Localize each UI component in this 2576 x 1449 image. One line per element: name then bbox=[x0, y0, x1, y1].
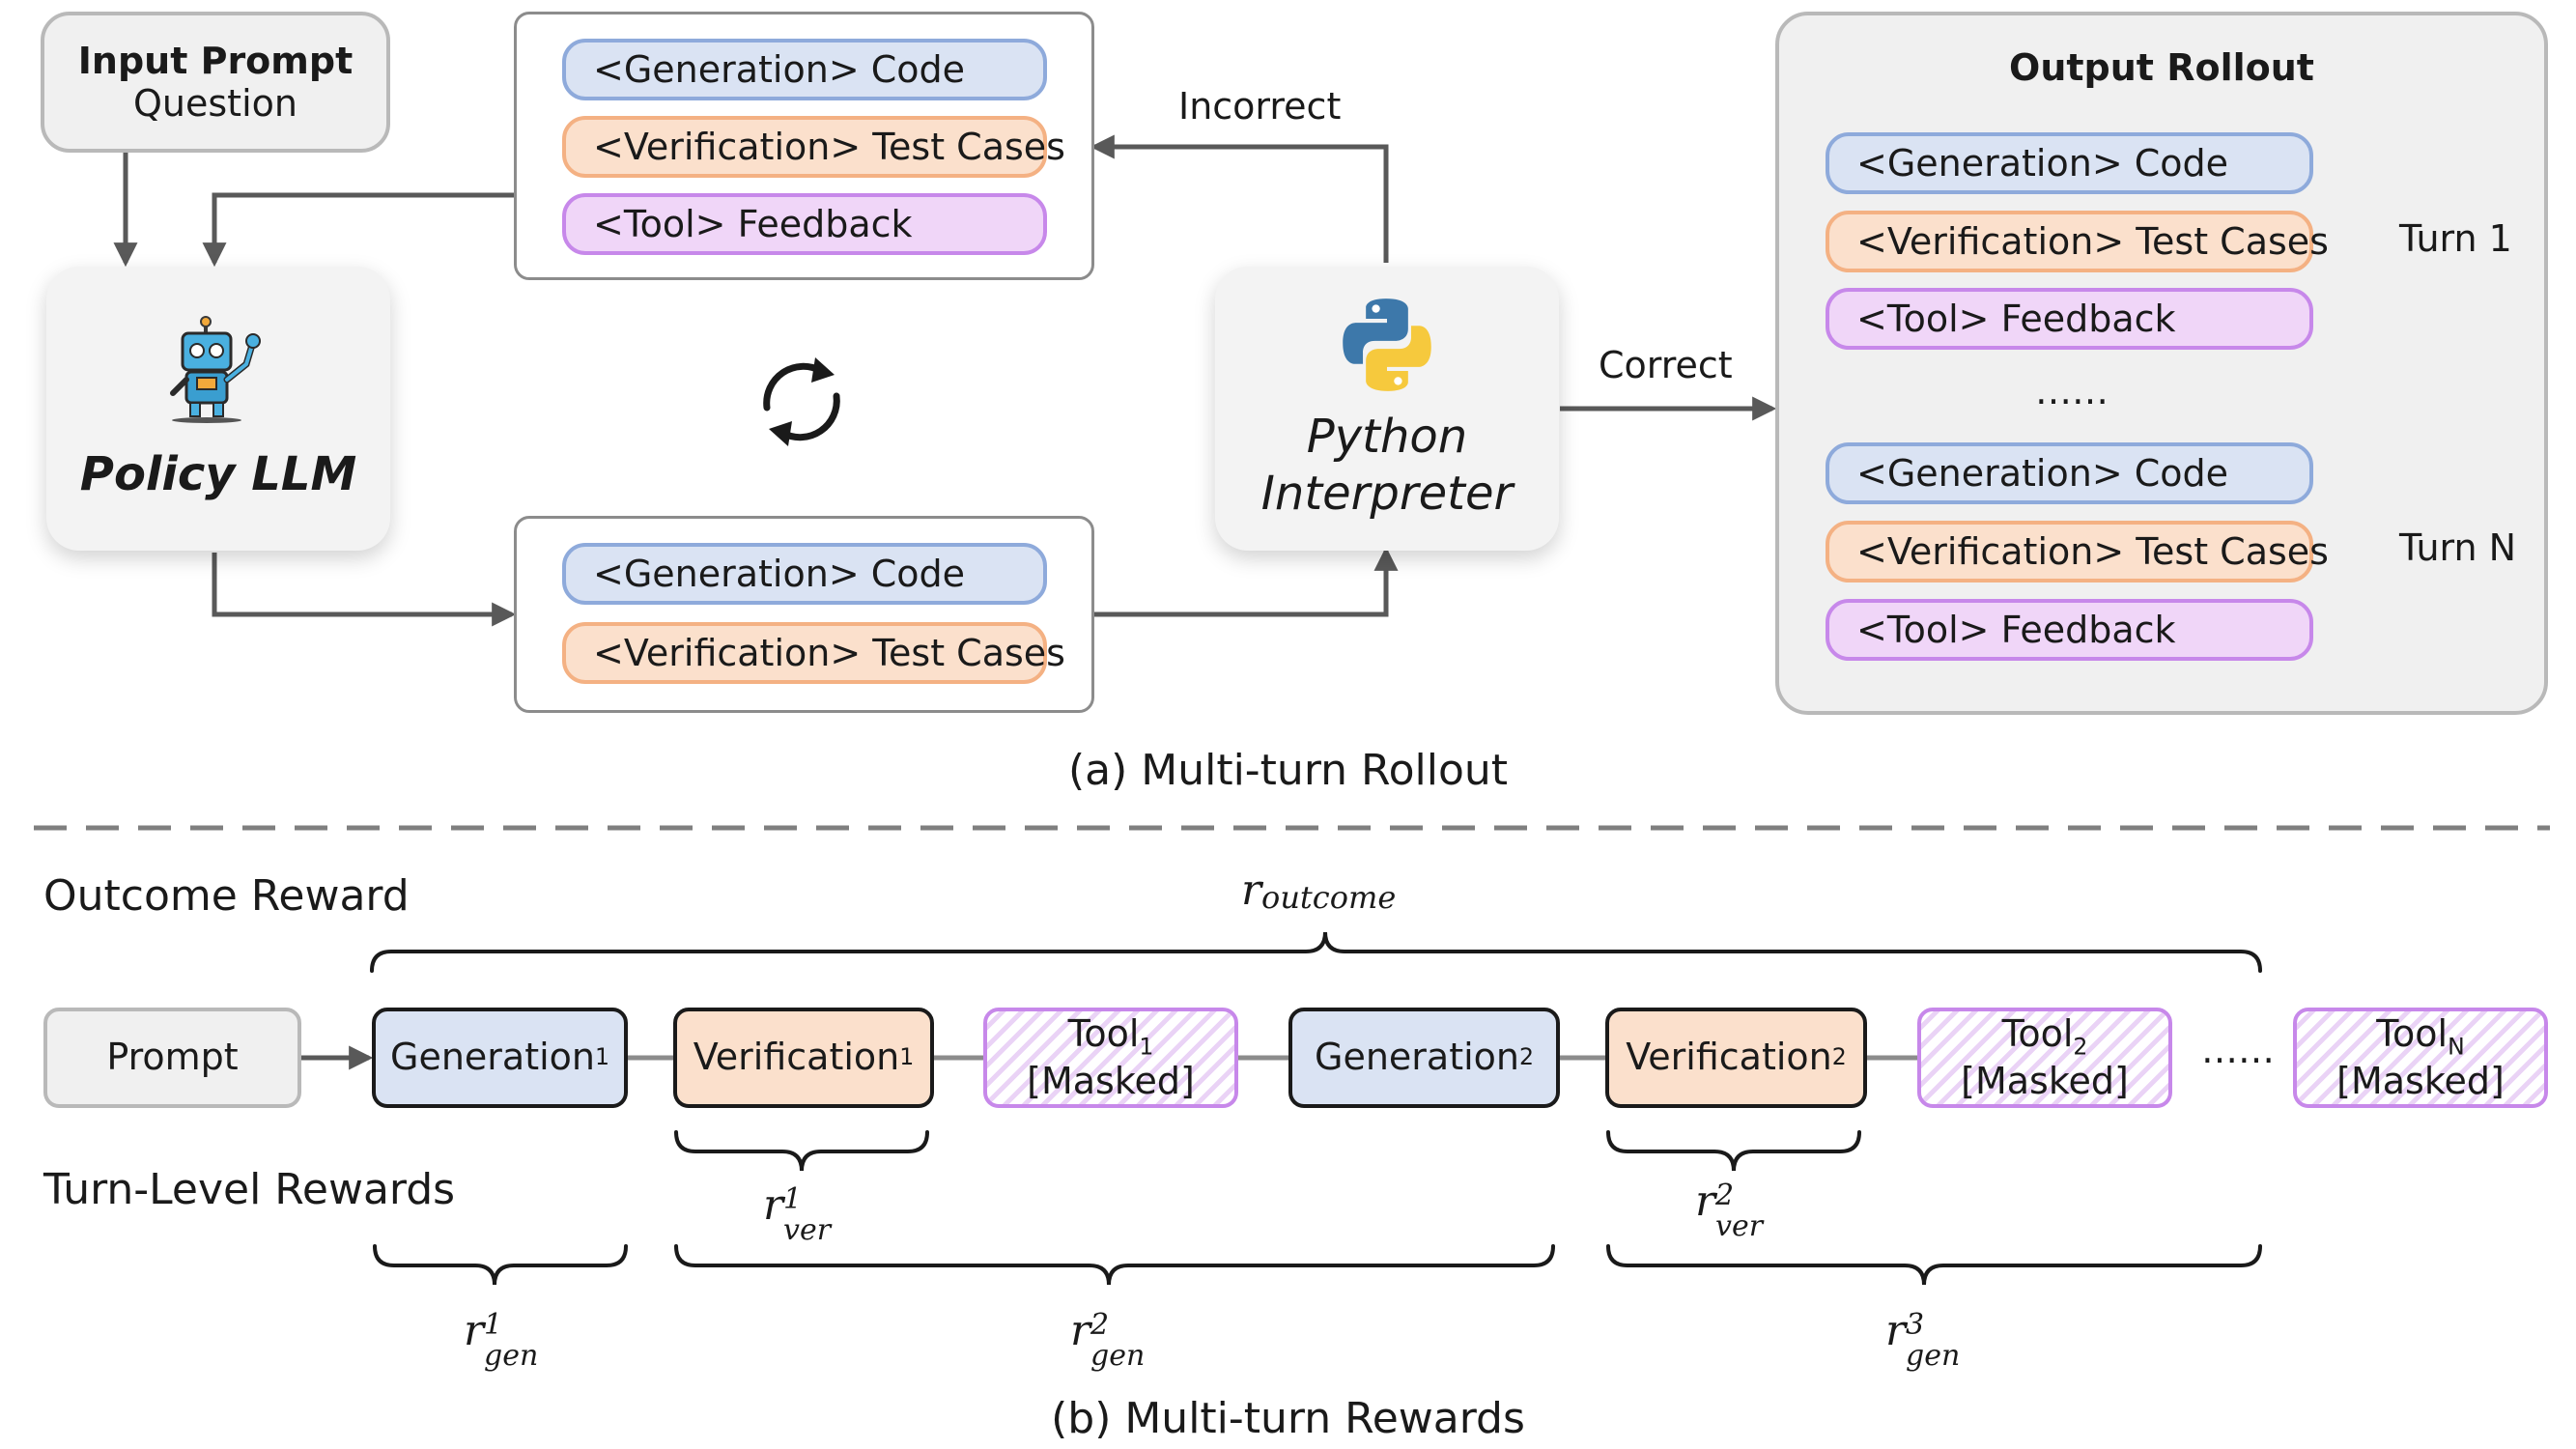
chain-tool-n-masked: ToolN [Masked] bbox=[2293, 1008, 2548, 1108]
policy-llm-label: Policy LLM bbox=[79, 447, 357, 501]
panel-verification-pill: <Verification> Test Cases bbox=[562, 116, 1065, 178]
chain-ellipsis: …… bbox=[2201, 1029, 2275, 1071]
turn-n-label: Turn N bbox=[2399, 526, 2517, 569]
turnN-tool-pill: <Tool> Feedback bbox=[1826, 599, 2313, 661]
arrow-policy-to-bottom-panel bbox=[212, 553, 517, 627]
python-label: Python bbox=[1306, 410, 1468, 465]
caption-a: (a) Multi-turn Rollout bbox=[1067, 745, 1509, 795]
turnN-verification-pill: <Verification> Test Cases bbox=[1826, 521, 2329, 582]
bottom-verification-pill: <Verification> Test Cases bbox=[562, 622, 1065, 684]
chain-tool-1-masked: Tool1 [Masked] bbox=[983, 1008, 1238, 1108]
arrow-feedback-to-policy bbox=[202, 192, 514, 268]
correct-label: Correct bbox=[1599, 344, 1733, 386]
turn1-generation-pill: <Generation> Code bbox=[1826, 132, 2313, 194]
python-logo-icon bbox=[1343, 298, 1431, 392]
brace-r-ver-2 bbox=[1606, 1130, 1861, 1172]
robot-icon bbox=[170, 316, 261, 423]
brace-r-ver-1 bbox=[674, 1130, 929, 1172]
brace-r-gen-2 bbox=[674, 1244, 1555, 1286]
output-rollout-panel bbox=[1775, 12, 2548, 715]
outcome-reward-label: Outcome Reward bbox=[43, 871, 410, 921]
interpreter-label: Interpreter bbox=[1260, 467, 1514, 521]
arrow-incorrect bbox=[1090, 134, 1389, 263]
panel-generation-pill: <Generation> Code bbox=[562, 39, 1047, 100]
turn1-verification-pill: <Verification> Test Cases bbox=[1826, 211, 2329, 272]
input-prompt-title: Input Prompt bbox=[77, 40, 354, 82]
panel-tool-pill: <Tool> Feedback bbox=[562, 193, 1047, 255]
incorrect-label: Incorrect bbox=[1178, 85, 1342, 128]
brace-r-gen-1 bbox=[373, 1244, 628, 1286]
turn-level-rewards-label: Turn-Level Rewards bbox=[43, 1165, 456, 1214]
arrow-bottom-panel-to-interpreter bbox=[1094, 546, 1399, 617]
brace-outcome bbox=[370, 931, 2262, 973]
python-interpreter-node: Python Interpreter bbox=[1215, 267, 1559, 551]
turn-1-label: Turn 1 bbox=[2399, 217, 2512, 260]
policy-llm-node: Policy LLM bbox=[46, 267, 390, 551]
brace-r-gen-3 bbox=[1606, 1244, 2262, 1286]
chain-tool-2-masked: Tool2 [Masked] bbox=[1917, 1008, 2172, 1108]
input-prompt-node: Input Prompt Question bbox=[41, 12, 390, 153]
input-prompt-subtitle: Question bbox=[133, 82, 297, 125]
turnN-generation-pill: <Generation> Code bbox=[1826, 442, 2313, 504]
refresh-cycle-icon bbox=[763, 357, 840, 446]
output-rollout-title: Output Rollout bbox=[2009, 46, 2314, 89]
chain-prompt-node: Prompt bbox=[43, 1008, 301, 1108]
bottom-generation-pill: <Generation> Code bbox=[562, 543, 1047, 605]
turn-ellipsis: …… bbox=[2035, 370, 2109, 412]
turn1-tool-pill: <Tool> Feedback bbox=[1826, 288, 2313, 350]
caption-b: (b) Multi-turn Rewards bbox=[1051, 1393, 1525, 1443]
r-outcome-symbol: routcome bbox=[1241, 866, 1397, 917]
